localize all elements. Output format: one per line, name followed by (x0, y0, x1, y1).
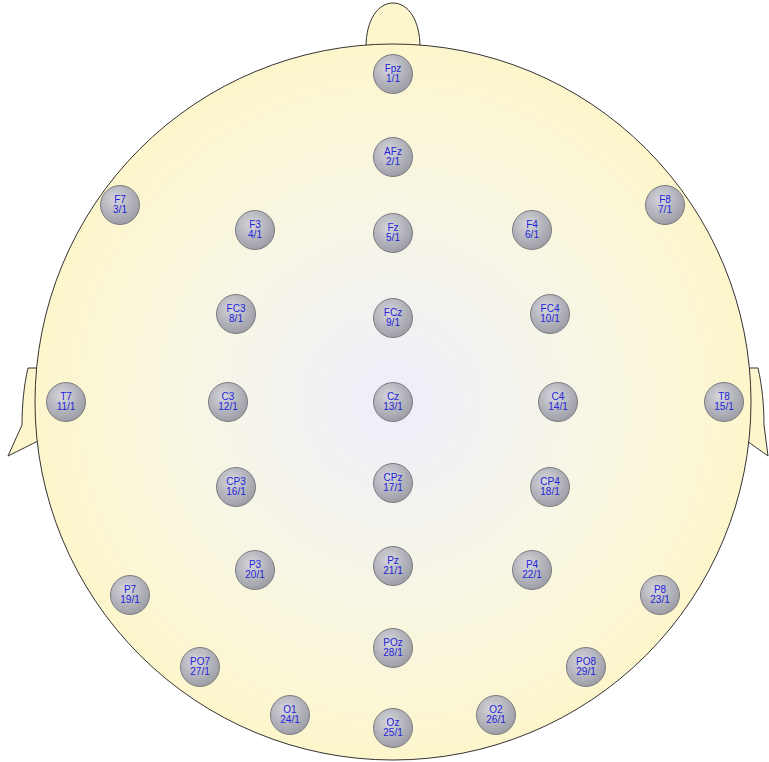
channel-number: 27/1 (190, 667, 209, 677)
electrode: Fz5/1 (373, 213, 413, 253)
electrode-label: F4 (526, 220, 538, 230)
electrode-label: FCz (384, 308, 402, 318)
electrode: PO829/1 (566, 647, 606, 687)
channel-number: 16/1 (226, 487, 245, 497)
electrode-label: Fpz (385, 64, 402, 74)
channel-number: 24/1 (280, 715, 299, 725)
channel-number: 22/1 (522, 570, 541, 580)
channel-number: 28/1 (383, 648, 402, 658)
electrode: O124/1 (270, 695, 310, 735)
channel-number: 19/1 (120, 595, 139, 605)
electrode-label: Fz (387, 223, 398, 233)
electrode-label: O1 (283, 705, 296, 715)
electrode-label: CPz (384, 473, 403, 483)
electrode-label: P8 (654, 585, 666, 595)
channel-number: 6/1 (525, 230, 539, 240)
electrode-label: PO8 (576, 657, 596, 667)
channel-number: 1/1 (386, 74, 400, 84)
electrode: F73/1 (100, 185, 140, 225)
electrode-label: P3 (249, 560, 261, 570)
electrode: CP316/1 (216, 467, 256, 507)
electrode-label: FC3 (227, 304, 246, 314)
electrode: T815/1 (704, 382, 744, 422)
electrode-label: F7 (114, 195, 126, 205)
channel-number: 3/1 (113, 205, 127, 215)
channel-number: 10/1 (540, 314, 559, 324)
electrode: CPz17/1 (373, 463, 413, 503)
electrode: P422/1 (512, 550, 552, 590)
electrode-label: PO7 (190, 657, 210, 667)
electrode-label: CP4 (540, 477, 559, 487)
electrode: C312/1 (208, 382, 248, 422)
electrode: O226/1 (476, 695, 516, 735)
electrode-label: AFz (384, 147, 402, 157)
channel-number: 5/1 (386, 233, 400, 243)
electrode-label: Oz (387, 718, 400, 728)
electrode: POz28/1 (373, 628, 413, 668)
channel-number: 7/1 (658, 205, 672, 215)
electrode: F34/1 (235, 210, 275, 250)
channel-number: 13/1 (383, 402, 402, 412)
electrode-label: C4 (552, 392, 565, 402)
nose (366, 3, 420, 47)
channel-number: 4/1 (248, 230, 262, 240)
scalp-circle (35, 44, 751, 760)
electrode: FC410/1 (530, 294, 570, 334)
electrode: Pz21/1 (373, 546, 413, 586)
electrode: FC38/1 (216, 294, 256, 334)
electrode-label: CP3 (226, 477, 245, 487)
electrode: Oz25/1 (373, 708, 413, 748)
electrode: T711/1 (46, 382, 86, 422)
channel-number: 20/1 (245, 570, 264, 580)
electrode: PO727/1 (180, 647, 220, 687)
channel-number: 11/1 (57, 402, 76, 412)
electrode: P719/1 (110, 575, 150, 615)
electrode: Cz13/1 (373, 382, 413, 422)
electrode: F46/1 (512, 210, 552, 250)
channel-number: 23/1 (650, 595, 669, 605)
channel-number: 8/1 (229, 314, 243, 324)
electrode: AFz2/1 (373, 137, 413, 177)
channel-number: 17/1 (383, 483, 402, 493)
channel-number: 29/1 (576, 667, 595, 677)
electrode-label: P4 (526, 560, 538, 570)
channel-number: 21/1 (383, 566, 402, 576)
electrode-label: Cz (387, 392, 399, 402)
electrode-label: FC4 (541, 304, 560, 314)
channel-number: 15/1 (714, 402, 733, 412)
channel-number: 12/1 (218, 402, 237, 412)
electrode: CP418/1 (530, 467, 570, 507)
electrode: F87/1 (645, 185, 685, 225)
channel-number: 14/1 (548, 402, 567, 412)
electrode-label: T7 (60, 392, 72, 402)
electrode: P320/1 (235, 550, 275, 590)
electrode-label: POz (383, 638, 402, 648)
electrode-label: F3 (249, 220, 261, 230)
electrode-label: P7 (124, 585, 136, 595)
electrode: P823/1 (640, 575, 680, 615)
electrode: Fpz1/1 (373, 54, 413, 94)
electrode-label: T8 (718, 392, 730, 402)
electrode: C414/1 (538, 382, 578, 422)
electrode-label: O2 (489, 705, 502, 715)
channel-number: 9/1 (386, 318, 400, 328)
electrode-label: C3 (222, 392, 235, 402)
channel-number: 25/1 (383, 728, 402, 738)
electrode-label: F8 (659, 195, 671, 205)
channel-number: 2/1 (386, 157, 400, 167)
electrode: FCz9/1 (373, 298, 413, 338)
channel-number: 18/1 (540, 487, 559, 497)
electrode-label: Pz (387, 556, 399, 566)
channel-number: 26/1 (486, 715, 505, 725)
